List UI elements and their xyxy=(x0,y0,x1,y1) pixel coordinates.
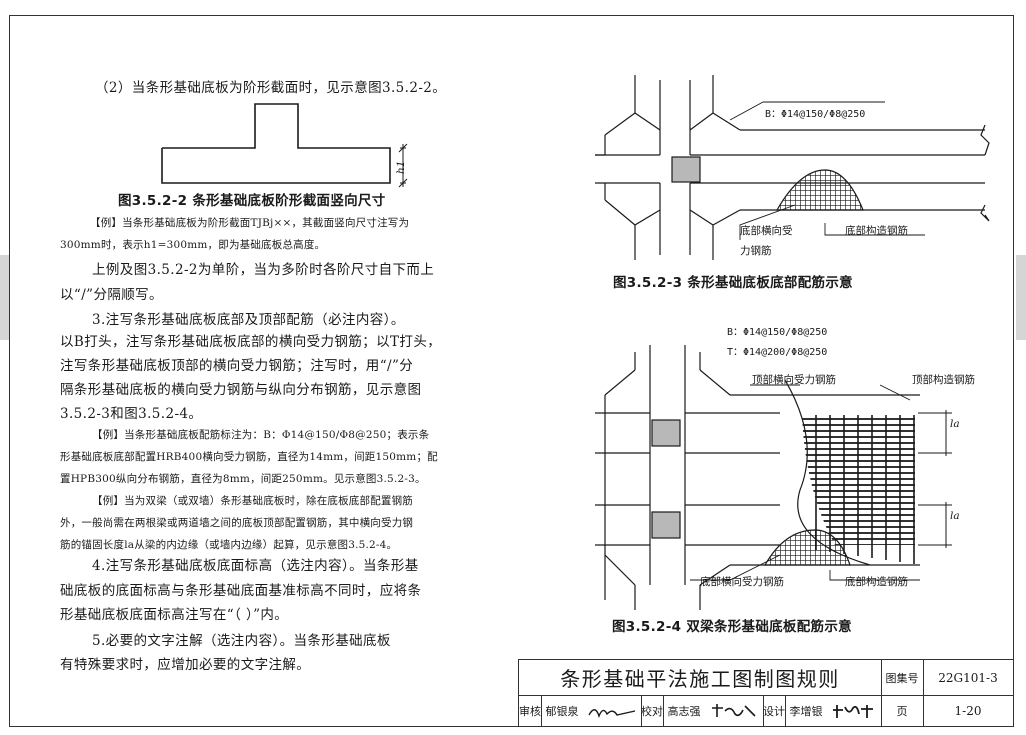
paragraph-3-line-1: 3.注写条形基础底板底部及顶部配筋（必注内容）。 xyxy=(92,312,405,328)
page-label: 页 xyxy=(896,704,908,718)
fig3-label-bottom-constructional: 底部构造钢筋 xyxy=(845,225,908,237)
reviewer-signature xyxy=(583,695,642,726)
fig4-label-top-transverse: 顶部横向受力钢筋 xyxy=(752,374,836,386)
example-2-line-1: 【例】当条形基础底板配筋标注为：B：Φ14@150/Φ8@250；表示条 xyxy=(92,429,430,441)
fig4-label-bottom-constructional: 底部构造钢筋 xyxy=(845,576,908,588)
paragraph-note-line-1: 上例及图3.5.2-2为单阶，当为多阶时各阶尺寸自下而上 xyxy=(92,262,435,278)
paragraph-5-line-2: 有特殊要求时，应增加必要的文字注解。 xyxy=(60,657,311,673)
reviewer-name: 郁银泉 xyxy=(545,704,579,718)
fig3-label-bottom-transverse-1: 底部横向受 xyxy=(740,225,793,237)
paragraph-4-line-2: 础底板的底面标高与条形基础底面基准标高不同时，应将条 xyxy=(60,583,422,599)
binding-tab-right xyxy=(1016,255,1026,340)
designer-name: 李增银 xyxy=(789,704,823,718)
fig3-rebar-annotation: B：Φ14@150/Φ8@250 xyxy=(765,109,866,120)
check-label: 校对 xyxy=(641,695,664,726)
figure-caption-3-5-2-3: 图3.5.2-3 条形基础底板底部配筋示意 xyxy=(613,275,853,291)
atlas-number: 22G101-3 xyxy=(938,670,998,685)
page-number: 1-20 xyxy=(954,703,982,718)
dimension-h1-label: h1 xyxy=(395,160,407,174)
designer-signature xyxy=(827,695,881,726)
designer-signature-mark xyxy=(833,704,873,718)
paragraph-4-line-1: 4.注写条形基础底板底面标高（选注内容）。当条形基 xyxy=(92,558,419,574)
fig4-rebar-annotation-bottom: B：Φ14@150/Φ8@250 xyxy=(727,327,828,338)
fig4-dimension-la-upper: la xyxy=(950,418,960,430)
figure-caption-3-5-2-2: 图3.5.2-2 条形基础底板阶形截面竖向尺寸 xyxy=(118,193,386,209)
fig4-dimension-la-lower: la xyxy=(950,510,960,522)
paragraph-5-line-1: 5.必要的文字注解（选注内容）。当条形基础底板 xyxy=(92,633,391,649)
figure-strip-footing-bottom-rebar xyxy=(595,75,990,260)
atlas-number-label: 图集号 xyxy=(885,671,919,685)
review-label: 审核 xyxy=(519,695,542,726)
reviewer-signature-mark xyxy=(588,708,636,718)
example-1-line-1: 【例】当条形基础底板为阶形截面TJBj××，其截面竖向尺寸注写为 xyxy=(90,217,410,229)
figure-caption-3-5-2-4: 图3.5.2-4 双梁条形基础底板配筋示意 xyxy=(612,619,852,635)
fig4-label-top-constructional: 顶部构造钢筋 xyxy=(912,374,975,386)
drawing-frame xyxy=(9,15,1014,727)
design-label: 设计 xyxy=(763,695,786,726)
example-3-line-1: 【例】当为双梁（或双墙）条形基础底板时，除在底板底部配置钢筋 xyxy=(92,495,413,507)
title-block: 条形基础平法施工图制图规则 图集号 22G101-3 审核 郁银泉 校对 高志强… xyxy=(518,659,1014,727)
binding-tab-left xyxy=(0,255,9,340)
dimension-h1: h1 xyxy=(391,150,411,178)
paragraph-4-line-3: 形基础底板底面标高注写在“（ ）”内。 xyxy=(60,607,289,623)
fig4-rebar-annotation-top: T：Φ14@200/Φ8@250 xyxy=(727,347,828,358)
paragraph-2: （2）当条形基础底板为阶形截面时，见示意图3.5.2-2。 xyxy=(95,80,447,96)
fig3-label-bottom-transverse-2: 力钢筋 xyxy=(740,245,772,257)
paragraph-3-line-4: 隔条形基础底板的横向受力钢筋与纵向分布钢筋，见示意图 xyxy=(60,382,422,398)
paragraph-note-line-2: 以“/”分隔顺写。 xyxy=(60,287,163,303)
checker-signature xyxy=(705,695,764,726)
checker-name: 高志强 xyxy=(667,704,701,718)
paragraph-3-line-3: 注写条形基础底板顶部的横向受力钢筋；注写时，用“/”分 xyxy=(60,358,414,374)
figure-stepped-section xyxy=(161,103,408,188)
figure-double-beam-strip-footing xyxy=(595,345,952,610)
paragraph-3-line-2: 以B打头，注写条形基础底板底部的横向受力钢筋；以T打头， xyxy=(60,334,442,350)
example-3-line-2: 外，一般尚需在两根梁或两道墙之间的底板顶部配置钢筋，其中横向受力钢 xyxy=(60,517,414,529)
drawing-title: 条形基础平法施工图制图规则 xyxy=(560,667,840,691)
example-2-line-2: 形基础底板底部配置HRB400横向受力钢筋，直径为14mm，间距150mm；配 xyxy=(60,451,438,463)
example-3-line-3: 筋的锚固长度la从梁的内边缘（或墙内边缘）起算，见示意图3.5.2-4。 xyxy=(60,539,398,551)
checker-signature-mark xyxy=(712,703,756,717)
example-2-line-3: 置HPB300纵向分布钢筋，直径为8mm，间距250mm。见示意图3.5.2-3… xyxy=(60,473,426,485)
fig4-label-bottom-transverse: 底部横向受力钢筋 xyxy=(700,576,784,588)
example-1-line-2: 300mm时，表示h1=300mm，即为基础底板总高度。 xyxy=(60,239,326,251)
paragraph-3-line-5: 3.5.2-3和图3.5.2-4。 xyxy=(60,406,203,422)
